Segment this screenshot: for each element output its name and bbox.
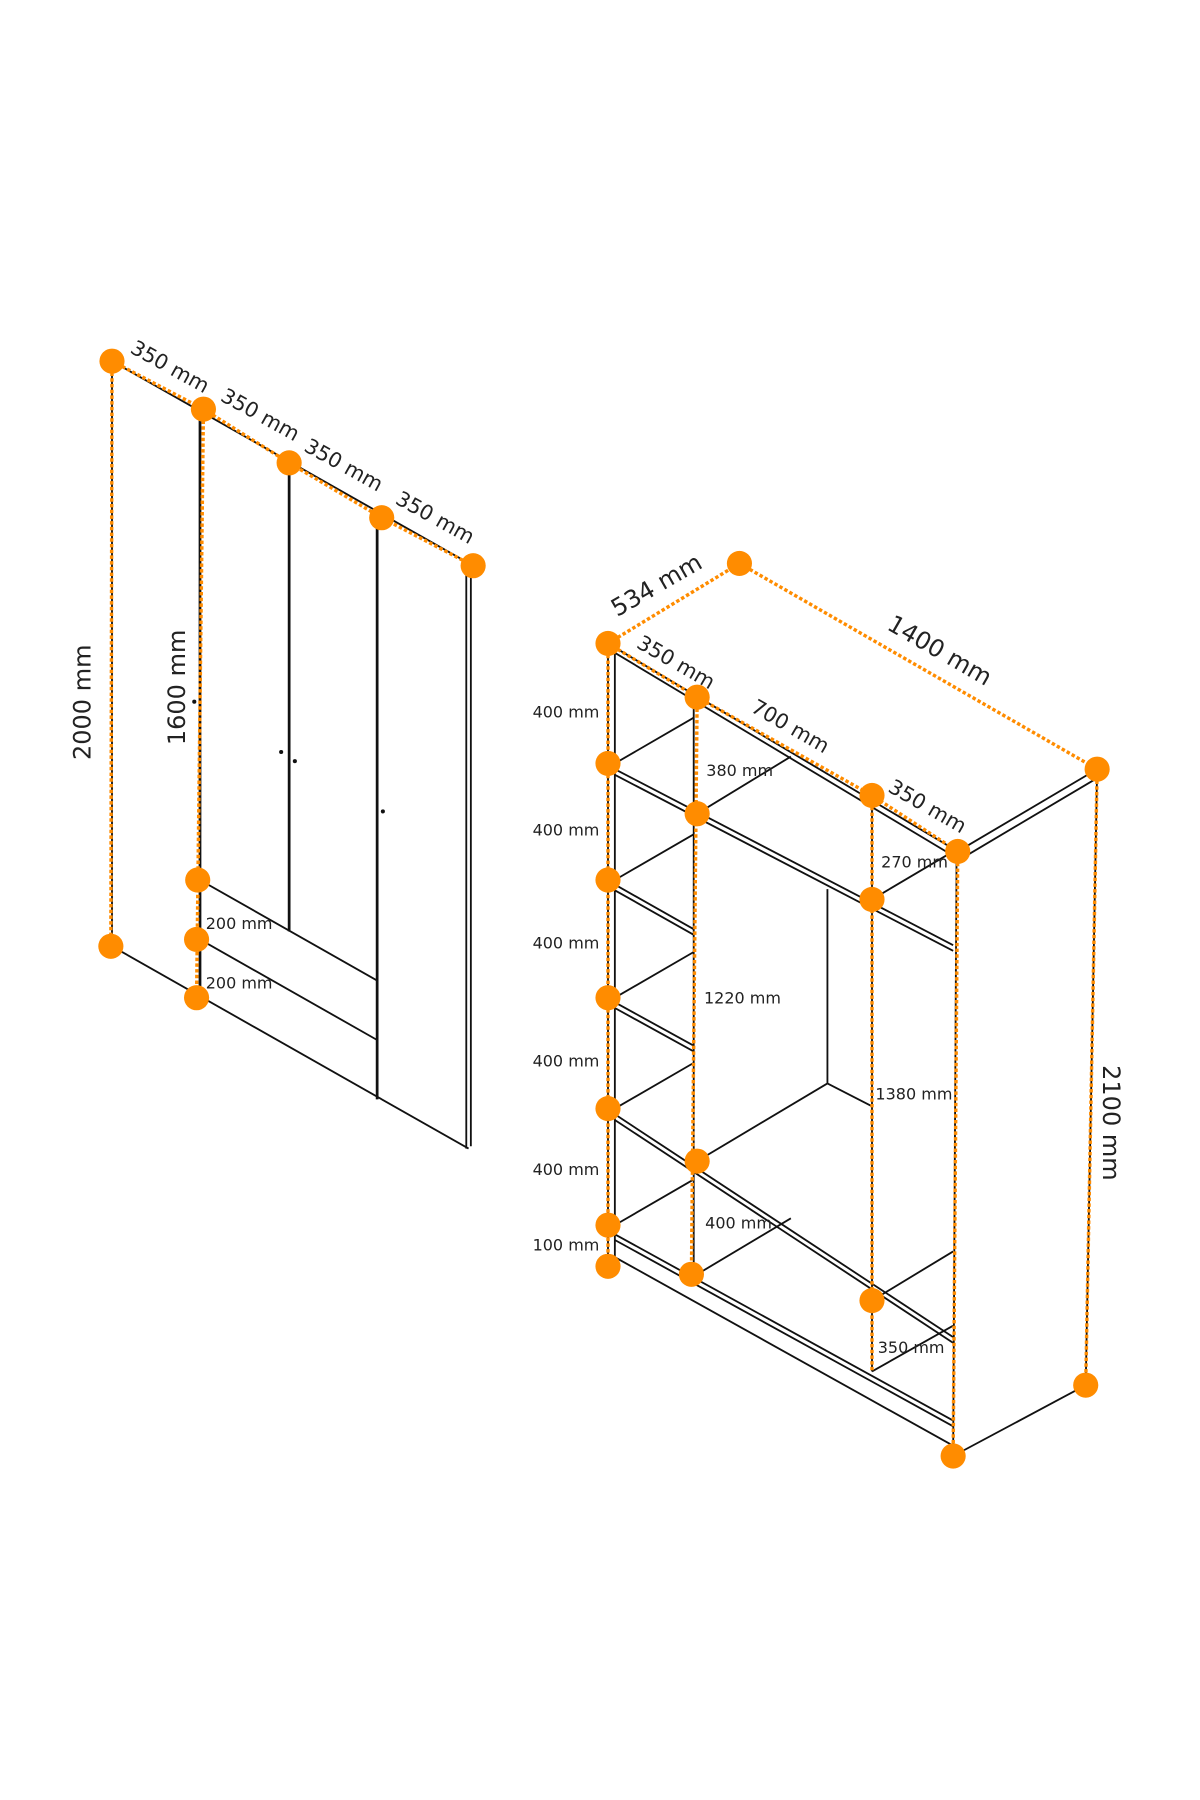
right-bottom-label: 350 mm	[878, 1338, 945, 1357]
shelf-height-label: 400 mm	[533, 820, 600, 839]
total-height-label: 2000 mm	[68, 645, 96, 760]
shelf-height-label: 400 mm	[533, 703, 600, 722]
door-height-label: 1600 mm	[163, 630, 191, 745]
dimension-points	[595, 550, 1110, 1469]
door-front-view: 2000 mm 1600 mm 350 mm 350 mm 350 mm 350…	[68, 335, 486, 1150]
depth-label: 534 mm	[606, 548, 707, 622]
shelf-height-label: 400 mm	[533, 1051, 600, 1070]
door-handle-icon	[192, 699, 385, 814]
section-width-label: 700 mm	[747, 694, 833, 758]
dimension-lines	[606, 561, 1099, 1457]
drawer-height-label: 200 mm	[206, 974, 273, 993]
dimension-points	[98, 348, 486, 1011]
door-width-label: 350 mm	[300, 434, 387, 497]
door-width-label: 350 mm	[392, 486, 479, 549]
left-shelves	[614, 716, 954, 1344]
door-width-label: 350 mm	[127, 335, 214, 398]
right-hanging-label: 1380 mm	[875, 1084, 952, 1103]
right-top-label: 270 mm	[881, 852, 948, 871]
height-label: 2100 mm	[1097, 1065, 1125, 1180]
shelf-height-label: 400 mm	[533, 934, 600, 953]
drawer-height-label: 200 mm	[206, 914, 273, 933]
carcass-view: 534 mm 1400 mm 2100 mm 350 mm 700 mm 350…	[533, 548, 1125, 1469]
middle-bottom-label: 400 mm	[705, 1214, 772, 1233]
middle-hanging-label: 1220 mm	[704, 988, 781, 1007]
dimension-lines	[109, 359, 474, 998]
door-width-label: 350 mm	[217, 383, 304, 446]
plinth-height-label: 100 mm	[533, 1235, 600, 1254]
section-width-label: 350 mm	[884, 774, 970, 838]
middle-top-label: 380 mm	[706, 761, 773, 780]
shelf-height-label: 400 mm	[533, 1160, 600, 1179]
